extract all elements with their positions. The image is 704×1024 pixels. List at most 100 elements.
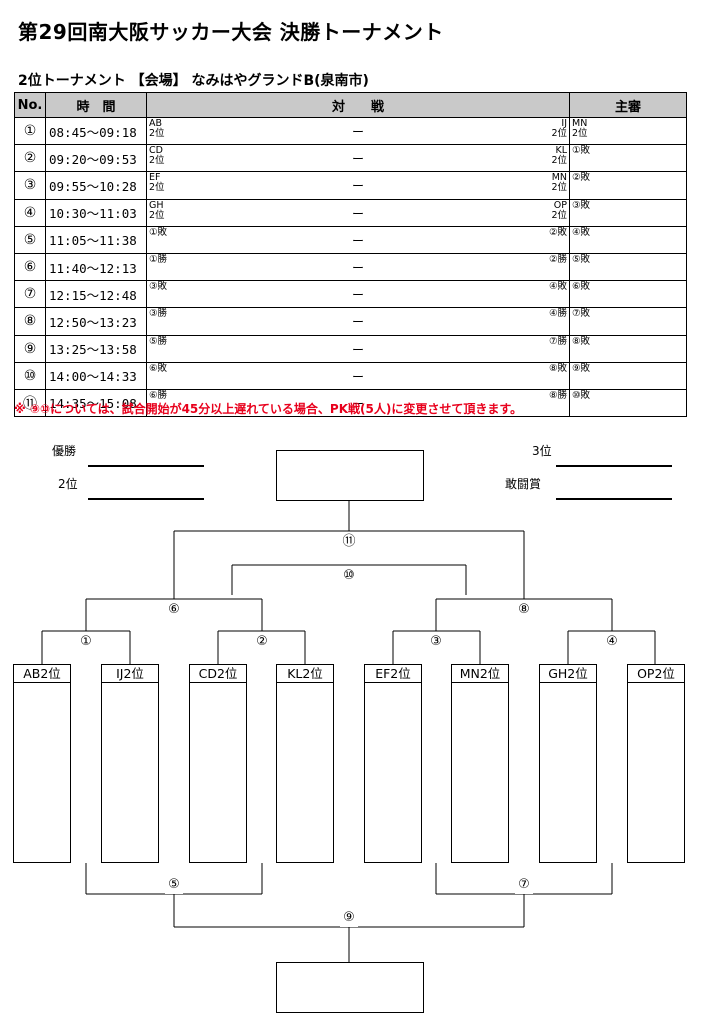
referee: ⑩敗 [569, 388, 687, 418]
third-place-line [556, 465, 672, 467]
versus-dash: ー [351, 233, 365, 248]
left-team: ⑥敗 [149, 362, 168, 374]
match-label-1: ① [77, 633, 95, 651]
team-box-cd: CD2位 [189, 664, 247, 863]
team-box-mn: MN2位 [451, 664, 509, 863]
team-box-ef: EF2位 [364, 664, 422, 863]
match-label-10: ⑩ [340, 567, 358, 585]
right-team: ④勝 [548, 308, 567, 320]
left-team: ①敗 [149, 226, 168, 238]
team-box-kl: KL2位 [276, 664, 334, 863]
team-name: KL2位 [277, 665, 333, 683]
third-place-label: 3位 [532, 444, 552, 458]
fighting-spirit-label: 敢闘賞 [505, 477, 542, 491]
left-team: ③勝 [149, 308, 168, 320]
match-label-2: ② [253, 633, 271, 651]
versus-dash: ー [351, 342, 365, 357]
match-time: 14:35～15:08 [45, 388, 147, 418]
venue-subtitle: 2位トーナメント 【会場】 なみはやグランドB(泉南市) [18, 73, 369, 89]
fighting-spirit-line [556, 498, 672, 500]
left-team: ⑥勝 [149, 389, 168, 401]
right-team: ④敗 [548, 281, 567, 293]
schedule-header-row: No. 時 間 対 戦 主審 [14, 92, 687, 118]
right-team: ⑧敗 [548, 362, 567, 374]
match-number: ⑧ [14, 307, 46, 336]
match-label-7: ⑦ [515, 876, 533, 894]
right-team: ⑦勝 [548, 335, 567, 347]
match-number: ⑨ [14, 334, 46, 363]
page-title: 第29回南大阪サッカー大会 決勝トーナメント [18, 20, 444, 44]
versus-dash: ー [351, 206, 365, 221]
header-match: 対 戦 [146, 92, 570, 118]
champion-label: 優勝 [52, 444, 77, 458]
team-name: AB2位 [14, 665, 70, 683]
left-team: ③敗 [149, 281, 168, 293]
versus-dash: ー [351, 315, 365, 330]
header-no: No. [14, 92, 46, 118]
team-box-gh: GH2位 [539, 664, 597, 863]
second-place-label: 2位 [58, 477, 78, 491]
match-cell: ⑥敗ー ⑧敗 [146, 361, 570, 390]
header-referee: 主審 [569, 92, 687, 118]
left-team: ①勝 [149, 253, 168, 265]
tournament-winner-box [276, 450, 424, 501]
versus-dash: ー [351, 152, 365, 167]
match-time: 09:55～10:28 [45, 171, 147, 200]
pk-note: ※ ⑨⑩については、試合開始が45分以上遅れている場合、PK戦(5人)に変更させ… [14, 402, 523, 416]
match-cell: ①敗ー ②敗 [146, 225, 570, 254]
referee: ⑦敗 [569, 307, 687, 336]
match-label-5: ⑤ [165, 876, 183, 894]
versus-dash: ー [351, 179, 365, 194]
team-name: IJ2位 [102, 665, 158, 683]
right-team: ②勝 [548, 253, 567, 265]
team-name: CD2位 [190, 665, 246, 683]
match-label-4: ④ [603, 633, 621, 651]
match-time: 13:25～13:58 [45, 334, 147, 363]
versus-dash: ー [351, 369, 365, 384]
team-box-ij: IJ2位 [101, 664, 159, 863]
versus-dash: ー [351, 260, 365, 275]
match-label-11: ⑪ [340, 533, 358, 551]
referee: ①敗 [569, 144, 687, 173]
match-label-6: ⑥ [165, 601, 183, 619]
team-name: GH2位 [540, 665, 596, 683]
team-name: EF2位 [365, 665, 421, 683]
second-place-line [88, 498, 204, 500]
team-box-op: OP2位 [627, 664, 685, 863]
team-name: MN2位 [452, 665, 508, 683]
champion-line [88, 465, 204, 467]
versus-dash: ー [351, 125, 365, 139]
match-time: 11:40～12:13 [45, 252, 147, 282]
referee: ②敗 [569, 171, 687, 200]
match-label-9: ⑨ [340, 909, 358, 927]
team-name: OP2位 [628, 665, 684, 683]
right-team: ②敗 [548, 226, 567, 238]
right-team: ⑧勝 [548, 389, 567, 401]
versus-dash: ー [351, 396, 365, 411]
match-number: ⑩ [14, 361, 46, 390]
lower-bracket-winner-box [276, 962, 424, 1013]
match-label-8: ⑧ [515, 601, 533, 619]
left-team: ⑤勝 [149, 335, 168, 347]
